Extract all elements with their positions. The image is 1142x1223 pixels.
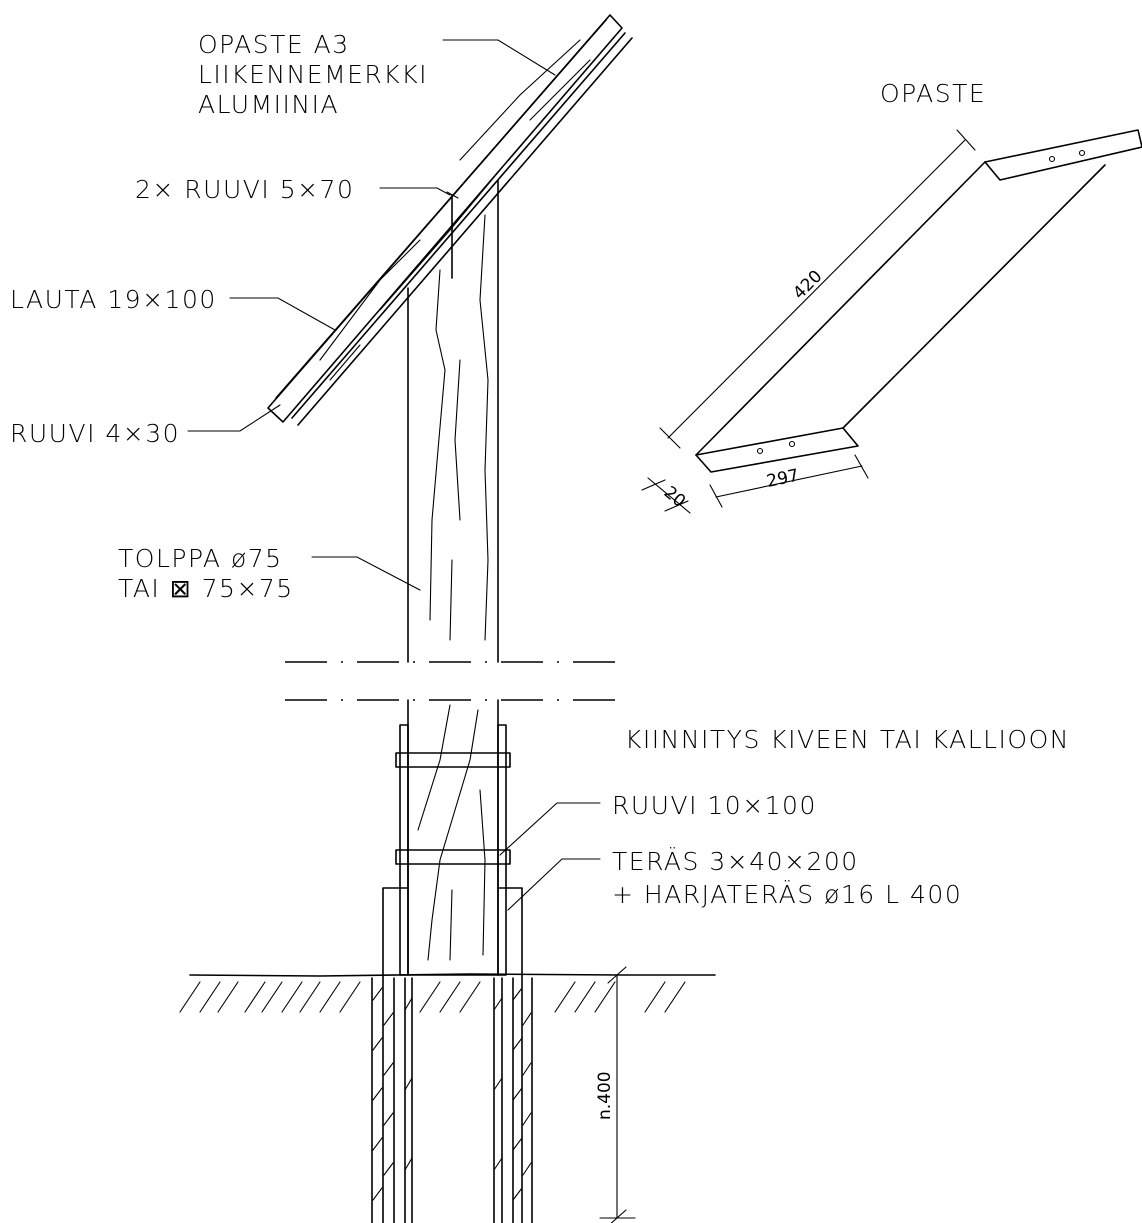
sign-label-line3: ALUMIINIA — [198, 90, 339, 119]
ground — [179, 973, 716, 1013]
board-label: LAUTA 19×100 — [10, 285, 217, 314]
bolt-label: RUUVI 10×100 — [612, 791, 817, 820]
break-lines — [285, 661, 620, 701]
sign-width-dim: 297 — [765, 466, 801, 492]
anchoring-title: KIINNITYS KIVEEN TAI KALLIOON — [625, 725, 1070, 754]
sign-label-line1: OPASTE A3 — [198, 30, 350, 59]
post-upper — [407, 179, 499, 663]
steel-label-line1: TERÄS 3×40×200 — [612, 846, 859, 876]
sign-label-line2: LIIKENNEMERKKI — [198, 60, 428, 89]
depth-dimension — [599, 966, 636, 1223]
steel-label-line2: + HARJATERÄS ø16 L 400 — [612, 879, 962, 909]
steel-plates — [382, 724, 523, 1223]
sign-length-dim: 420 — [789, 266, 826, 303]
screw-small-label: 2× RUUVI 5×70 — [135, 175, 354, 204]
sign-depth-dim: 20 — [660, 483, 689, 512]
post-label-line1: TOLPPA ø75 — [118, 544, 283, 573]
rebars — [371, 977, 533, 1223]
sign-board — [267, 14, 633, 426]
leader-lines — [187, 39, 601, 911]
detail-title: OPASTE — [880, 79, 986, 108]
post-label-line2: TAI ⊠ 75×75 — [118, 574, 294, 603]
post-lower — [407, 699, 499, 976]
embed-depth-dim: n.400 — [595, 1071, 615, 1120]
screw-board-label: RUUVI 4×30 — [10, 419, 180, 448]
sign-detail — [641, 129, 1142, 514]
